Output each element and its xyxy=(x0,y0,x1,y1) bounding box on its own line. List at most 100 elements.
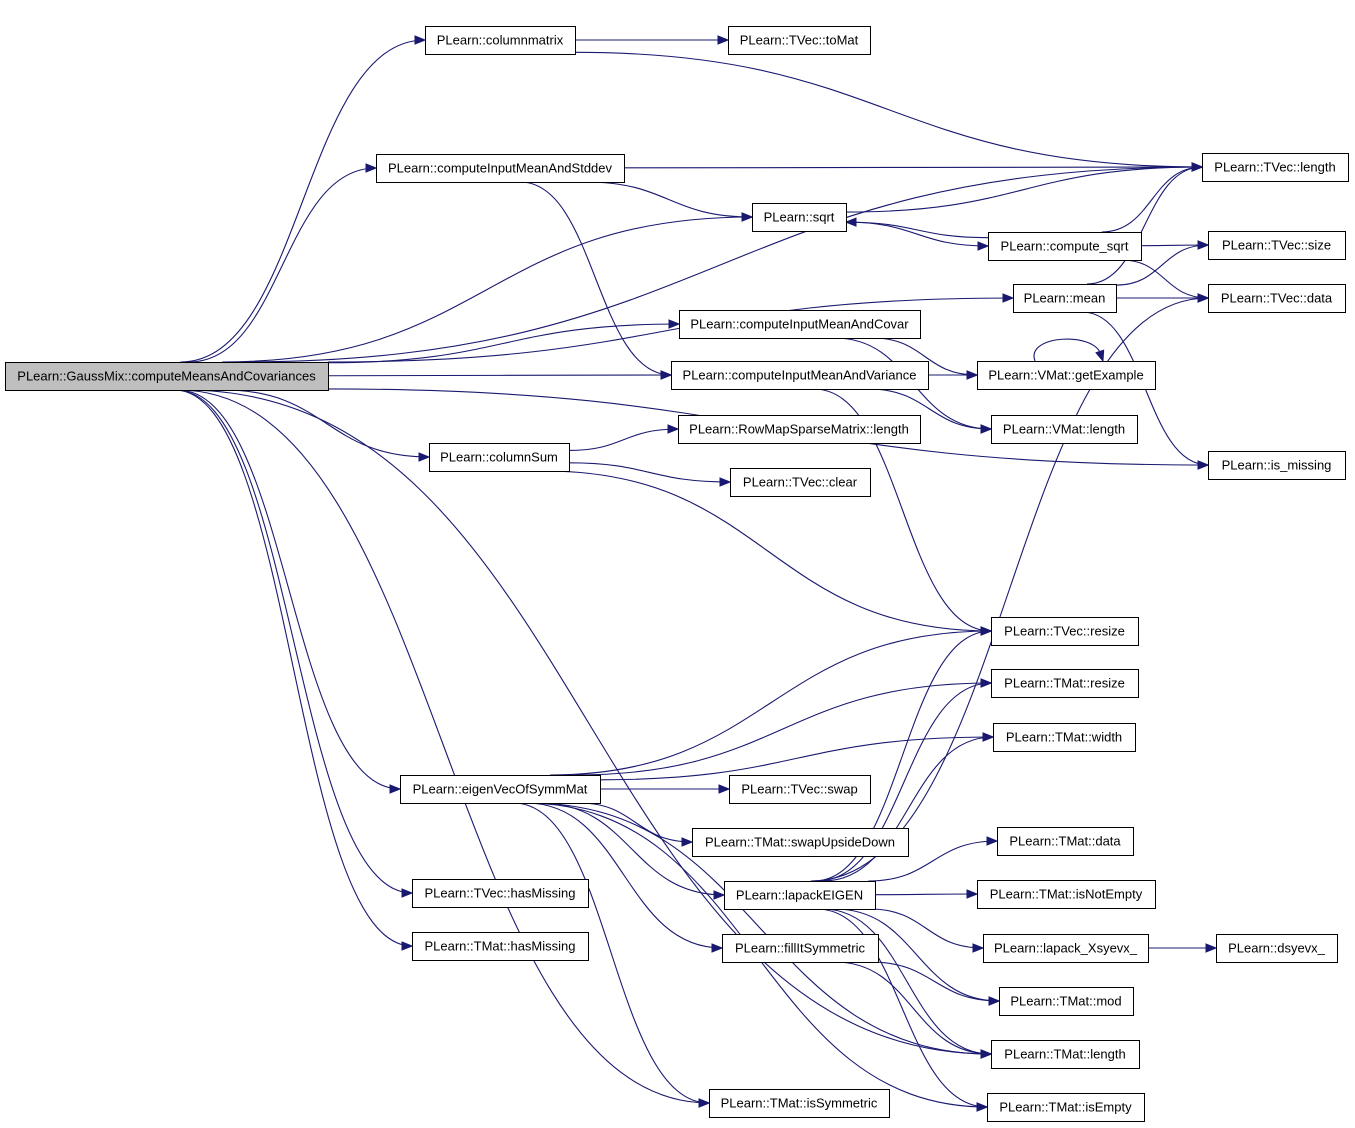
node-fillsym[interactable]: PLearn::fillItSymmetric xyxy=(722,934,879,963)
call-edge-root-to-tmat_issym xyxy=(178,389,710,1104)
node-lapack-xsyevx[interactable]: PLearn::lapack_Xsyevx_ xyxy=(983,934,1149,963)
arrowhead-cims-to-sqrt xyxy=(741,212,754,222)
node-tvec-data[interactable]: PLearn::TVec::data xyxy=(1208,284,1346,313)
node-label: PLearn::eigenVecOfSymmMat xyxy=(413,782,588,797)
node-compute-sqrt[interactable]: PLearn::compute_sqrt xyxy=(988,232,1142,261)
node-tvec-tomat[interactable]: PLearn::TVec::toMat xyxy=(728,26,871,55)
arrowhead-eigen-to-lapack_eigen xyxy=(713,890,726,900)
node-columnsum[interactable]: PLearn::columnSum xyxy=(429,443,570,472)
node-box xyxy=(679,310,921,339)
call-edge-root-to-cimv xyxy=(327,374,672,377)
call-edge-columnsum-to-tvec_resize xyxy=(544,470,992,632)
node-box xyxy=(425,26,576,55)
node-tmat-mod[interactable]: PLearn::TMat::mod xyxy=(999,987,1134,1016)
call-edge-lapack_eigen-to-tmat_width xyxy=(822,736,994,882)
arrowhead-vmat_getexample-to-vmat_getexample xyxy=(1095,349,1105,363)
call-edge-eigen-to-tmat_width xyxy=(599,736,994,781)
node-label: PLearn::lapackEIGEN xyxy=(736,888,863,903)
node-tmat-data[interactable]: PLearn::TMat::data xyxy=(997,827,1134,856)
node-tmat-resize[interactable]: PLearn::TMat::resize xyxy=(991,669,1139,698)
node-tmat-length[interactable]: PLearn::TMat::length xyxy=(991,1040,1140,1069)
node-tmat-isempty[interactable]: PLearn::TMat::isEmpty xyxy=(987,1093,1145,1122)
arrowhead-root-to-cimc xyxy=(668,319,681,329)
node-label: PLearn::TVec::swap xyxy=(741,782,857,797)
node-eigen[interactable]: PLearn::eigenVecOfSymmMat xyxy=(400,775,601,804)
node-tvec-length[interactable]: PLearn::TVec::length xyxy=(1202,153,1349,182)
arrowhead-root-to-tmat_hasmissing xyxy=(401,941,414,951)
call-edge-root-to-mean xyxy=(327,297,1014,363)
call-edge-root-to-columnmatrix xyxy=(180,39,426,363)
call-edge-columnmatrix-to-tvec_length xyxy=(574,51,1203,168)
node-tvec-size[interactable]: PLearn::TVec::size xyxy=(1208,231,1346,260)
arrowhead-cimv-to-vmat_getexample xyxy=(966,370,979,380)
node-box xyxy=(5,362,329,391)
arrowhead-eigen-to-fillsym xyxy=(711,943,724,953)
arrowhead-columnsum-to-tvec_clear xyxy=(719,477,732,487)
node-lapack-eigen[interactable]: PLearn::lapackEIGEN xyxy=(724,881,876,910)
node-tvec-clear[interactable]: PLearn::TVec::clear xyxy=(730,468,871,497)
node-box xyxy=(1013,284,1117,313)
node-box xyxy=(671,361,929,390)
arrowhead-fillsym-to-tmat_mod xyxy=(988,996,1001,1006)
node-columnmatrix[interactable]: PLearn::columnmatrix xyxy=(425,26,576,55)
node-box xyxy=(729,775,871,804)
node-box xyxy=(412,932,589,961)
call-edge-sqrt-to-compute_sqrt xyxy=(845,221,989,247)
node-cimv[interactable]: PLearn::computeInputMeanAndVariance xyxy=(671,361,929,390)
node-box xyxy=(376,154,625,183)
node-tmat-width[interactable]: PLearn::TMat::width xyxy=(993,723,1136,752)
node-box xyxy=(692,828,909,857)
node-box xyxy=(1216,934,1338,963)
call-edge-cimc-to-vmat_getexample xyxy=(872,337,978,376)
node-label: PLearn::fillItSymmetric xyxy=(735,941,866,956)
node-label: PLearn::sqrt xyxy=(764,210,835,225)
arrowhead-lapack_eigen-to-tmat_isempty xyxy=(976,1102,989,1112)
call-edge-eigen-to-tmat_swapud xyxy=(579,802,693,843)
node-label: PLearn::TVec::length xyxy=(1214,160,1335,175)
node-box xyxy=(991,415,1138,444)
node-label: PLearn::TVec::clear xyxy=(743,475,858,490)
node-label: PLearn::TMat::isSymmetric xyxy=(721,1096,878,1111)
node-tvec-resize[interactable]: PLearn::TVec::resize xyxy=(991,617,1139,646)
node-label: PLearn::VMat::getExample xyxy=(988,368,1143,383)
call-edge-mean-to-tvec_length xyxy=(1086,166,1203,285)
node-dsyevx[interactable]: PLearn::dsyevx_ xyxy=(1216,934,1338,963)
node-box xyxy=(987,1093,1145,1122)
node-box xyxy=(412,879,589,908)
node-box xyxy=(1208,451,1346,480)
node-label: PLearn::computeInputMeanAndVariance xyxy=(683,368,917,383)
call-edge-lapack_eigen-to-tmat_resize xyxy=(816,682,992,882)
call-edge-lapack_eigen-to-lapack_xsyevx xyxy=(869,908,984,949)
node-mean[interactable]: PLearn::mean xyxy=(1013,284,1117,313)
node-tvec-hasmissing[interactable]: PLearn::TVec::hasMissing xyxy=(412,879,589,908)
node-label: PLearn::is_missing xyxy=(1222,458,1332,473)
node-label: PLearn::mean xyxy=(1024,291,1106,306)
arrowhead-compute_sqrt-to-sqrt xyxy=(844,217,857,227)
call-edge-compute_sqrt-to-sqrt xyxy=(845,221,989,239)
arrowhead-lapack_xsyevx-to-dsyevx xyxy=(1205,943,1218,953)
node-is-missing[interactable]: PLearn::is_missing xyxy=(1208,451,1346,480)
node-tmat-hasmissing[interactable]: PLearn::TMat::hasMissing xyxy=(412,932,589,961)
node-rowmap-length[interactable]: PLearn::RowMapSparseMatrix::length xyxy=(678,415,921,444)
call-edge-vmat_getexample-to-vmat_getexample xyxy=(1033,338,1102,362)
node-label: PLearn::TVec::resize xyxy=(1004,624,1125,639)
node-cims[interactable]: PLearn::computeInputMeanAndStddev xyxy=(376,154,625,183)
arrowhead-eigen-to-tvec_swap xyxy=(718,784,731,794)
node-vmat-length[interactable]: PLearn::VMat::length xyxy=(991,415,1138,444)
call-edge-eigen-to-tmat_length xyxy=(529,802,992,1055)
call-edge-eigen-to-fillsym xyxy=(526,802,723,949)
node-vmat-getexample[interactable]: PLearn::VMat::getExample xyxy=(977,361,1156,390)
arrowhead-lapack_eigen-to-tvec_data xyxy=(1197,293,1210,303)
node-cimc[interactable]: PLearn::computeInputMeanAndCovar xyxy=(679,310,921,339)
node-box xyxy=(730,468,871,497)
node-tmat-isnotempty[interactable]: PLearn::TMat::isNotEmpty xyxy=(977,880,1156,909)
arrowhead-eigen-to-tmat_issym xyxy=(698,1098,711,1108)
call-edge-lapack_eigen-to-tmat_mod xyxy=(834,908,1000,1002)
node-sqrt[interactable]: PLearn::sqrt xyxy=(752,203,847,232)
call-graph-nodes: PLearn::GaussMix::computeMeansAndCovaria… xyxy=(5,26,1349,1122)
node-tvec-swap[interactable]: PLearn::TVec::swap xyxy=(729,775,871,804)
node-box xyxy=(997,827,1134,856)
node-tmat-swapud[interactable]: PLearn::TMat::swapUpsideDown xyxy=(692,828,909,857)
node-tmat-issym[interactable]: PLearn::TMat::isSymmetric xyxy=(709,1089,890,1118)
